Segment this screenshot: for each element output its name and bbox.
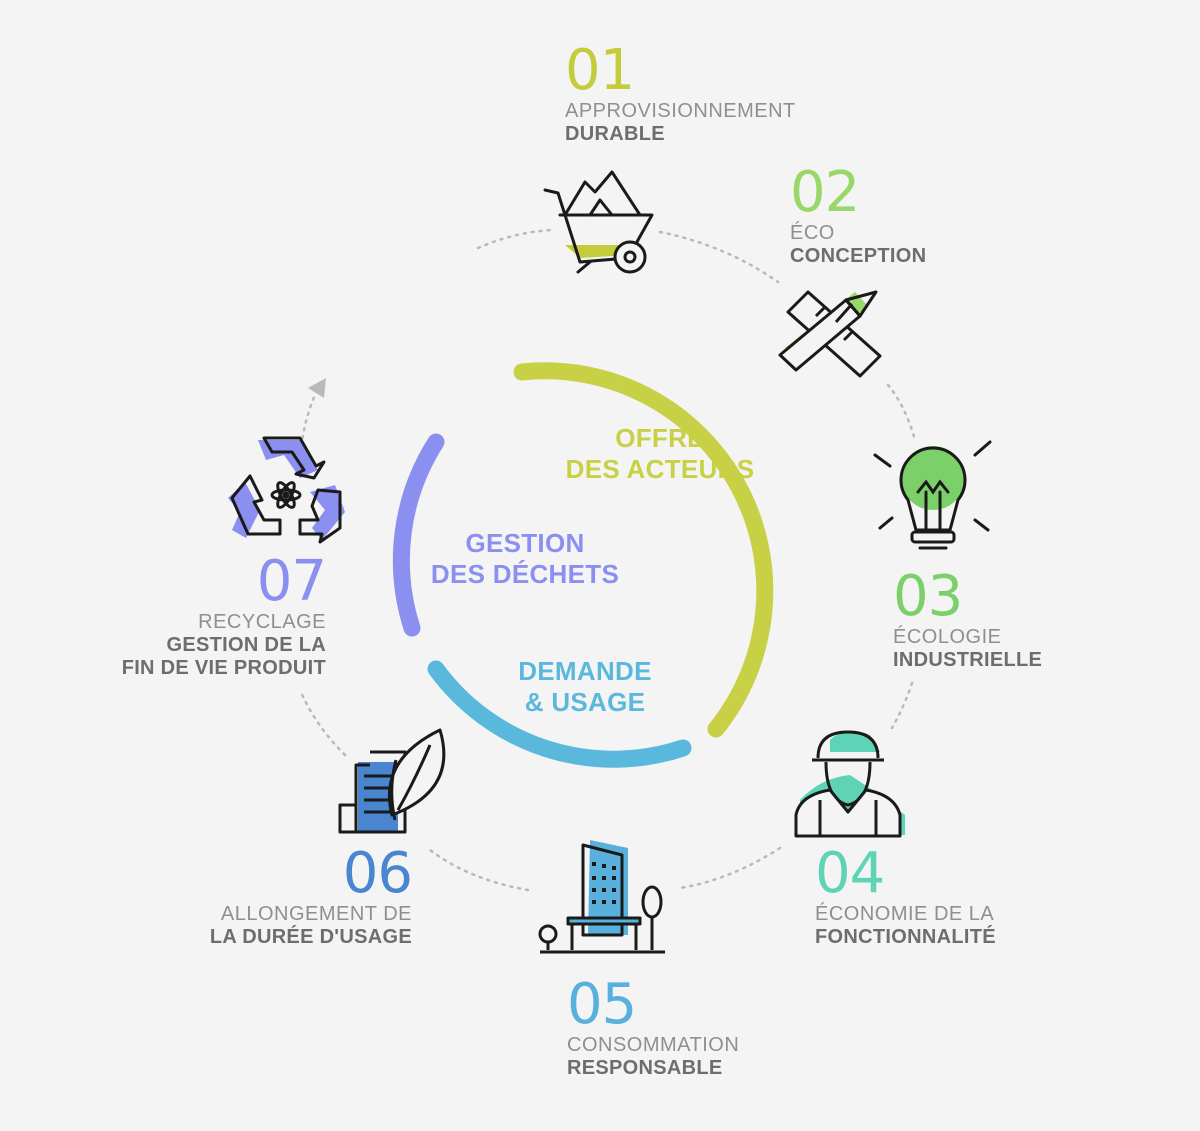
step-02-line1: ÉCO bbox=[790, 222, 835, 244]
step-06-number: 06 bbox=[342, 841, 413, 906]
step-06-line2: LA DURÉE D'USAGE bbox=[209, 926, 412, 948]
step-07: 07 RECYCLAGE GESTION DE LA FIN DE VIE PR… bbox=[70, 549, 327, 680]
gestion-label-line2: DES DÉCHETS bbox=[430, 559, 620, 589]
recycle-icon bbox=[228, 436, 345, 544]
pencil-ruler-icon bbox=[778, 290, 882, 378]
offre-label-line2: DES ACTEURS bbox=[565, 454, 755, 484]
demande-label-line2: & USAGE bbox=[524, 687, 646, 717]
step-05-line1: CONSOMMATION bbox=[567, 1034, 740, 1056]
step-07-line2b: FIN DE VIE PRODUIT bbox=[121, 657, 326, 679]
step-01-line1: APPROVISIONNEMENT bbox=[565, 100, 796, 122]
step-01-line2: DURABLE bbox=[565, 123, 665, 145]
step-04-line2: FONCTIONNALITÉ bbox=[815, 926, 996, 948]
step-04-line1: ÉCONOMIE DE LA bbox=[815, 903, 995, 925]
gestion-arc bbox=[392, 433, 445, 637]
step-05-line2: RESPONSABLE bbox=[567, 1057, 723, 1079]
offre-arc bbox=[513, 362, 774, 738]
step-03-number: 03 bbox=[893, 564, 963, 629]
step-05-number: 05 bbox=[567, 972, 637, 1037]
step-03: 03 ÉCOLOGIE INDUSTRIELLE bbox=[893, 568, 1042, 672]
step-03-line2: INDUSTRIELLE bbox=[893, 649, 1043, 671]
offre-label-line1: OFFRE bbox=[615, 423, 705, 453]
step-04: 04 ÉCONOMIE DE LA FONCTIONNALITÉ bbox=[815, 845, 996, 949]
step-07-number: 07 bbox=[256, 549, 327, 614]
step-05: 05 CONSOMMATION RESPONSABLE bbox=[567, 976, 739, 1080]
gestion-label: GESTION DES DÉCHETS bbox=[410, 528, 640, 590]
step-06-line1: ALLONGEMENT DE bbox=[220, 903, 412, 925]
lightbulb-icon bbox=[873, 440, 992, 550]
step-01-number: 01 bbox=[565, 38, 635, 103]
step-03-line1: ÉCOLOGIE bbox=[893, 626, 1002, 648]
step-07-line2a: GESTION DE LA bbox=[166, 634, 326, 656]
building-icon bbox=[538, 840, 665, 954]
step-02-number: 02 bbox=[790, 160, 860, 225]
worker-icon bbox=[794, 730, 905, 838]
step-02: 02 ÉCO CONCEPTION bbox=[790, 164, 926, 268]
step-01: 01 APPROVISIONNEMENT DURABLE bbox=[565, 42, 796, 146]
step-07-line1: RECYCLAGE bbox=[198, 611, 326, 633]
demande-arc bbox=[427, 660, 692, 768]
cycle-arrowhead bbox=[308, 378, 326, 398]
wheelbarrow-icon bbox=[543, 170, 654, 274]
offre-label: OFFRE DES ACTEURS bbox=[540, 423, 780, 485]
demande-label: DEMANDE & USAGE bbox=[485, 656, 685, 718]
gestion-label-line1: GESTION bbox=[465, 528, 585, 558]
step-04-number: 04 bbox=[815, 841, 885, 906]
building-leaf-icon bbox=[338, 728, 446, 834]
step-06: 06 ALLONGEMENT DE LA DURÉE D'USAGE bbox=[160, 841, 413, 949]
demande-label-line1: DEMANDE bbox=[518, 656, 652, 686]
step-02-line2: CONCEPTION bbox=[790, 245, 927, 267]
